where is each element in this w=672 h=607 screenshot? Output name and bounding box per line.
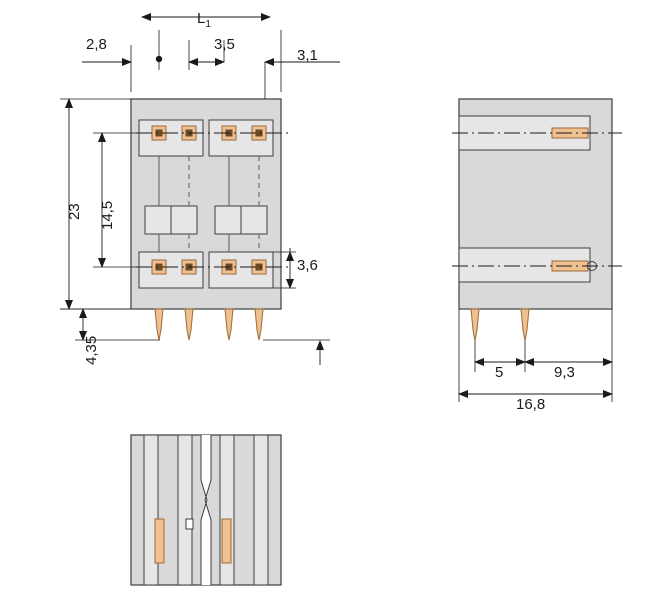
dim-9-3-label: 9,3: [554, 364, 575, 381]
side-solder-pins: [470, 308, 530, 342]
dim-23-label: 23: [66, 203, 83, 220]
dim-3-1-label: 3,1: [297, 47, 318, 64]
dim-3-5-label: 3,5: [214, 36, 235, 53]
front-view: [60, 13, 340, 365]
dim-5-label: 5: [495, 364, 504, 381]
dim-3-6-label: 3,6: [297, 257, 318, 274]
dim-L1-label: L1: [197, 10, 211, 30]
bottom-view: [130, 434, 282, 586]
dim-14-5-label: 14,5: [99, 200, 116, 230]
solder-pins: [154, 308, 264, 341]
dim-4-35-label: 4,35: [83, 335, 100, 365]
dim-4-35-line: [60, 308, 131, 341]
dim-3-6-line: [273, 248, 296, 289]
dim-2-8-label: 2,8: [86, 36, 107, 53]
dim-16-8-label: 16,8: [516, 396, 546, 413]
side-view: [452, 98, 622, 402]
